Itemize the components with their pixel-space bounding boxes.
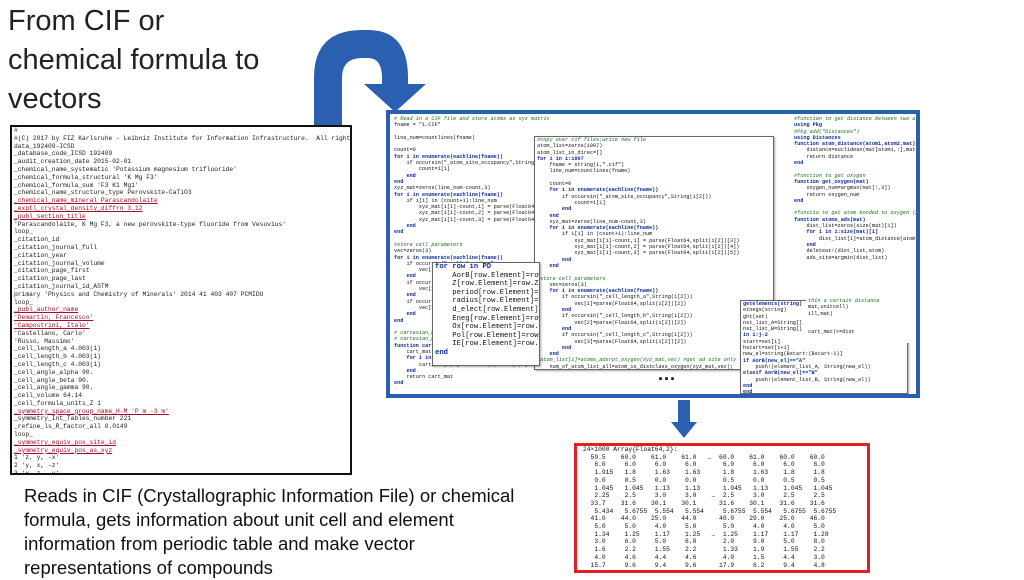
cif-file-panel: ##(C) 2017 by FIZ Karlsruhe - Leibniz In…	[10, 125, 352, 475]
cif-line: _cell_length_c 4.003(1)	[12, 361, 350, 369]
code-panel-third: for row in PD AorB[row.Element]=row. Z[r…	[432, 262, 540, 366]
output-line: 24×1000 Array{Float64,2}:	[577, 446, 867, 454]
code-line: d_elect[row.Element]=	[433, 306, 539, 315]
cif-line: loop_	[12, 431, 350, 439]
cif-line: _cell_angle_alpha 90.	[12, 369, 350, 377]
cif-line: _database_code_ICSD 192409	[12, 150, 350, 158]
code-line: end	[392, 380, 562, 384]
cif-line: data_192409-ICSD	[12, 143, 350, 151]
code-panel-right: #function to get distance between two at…	[792, 116, 916, 296]
cif-line: _chemical_name_systematic 'Potassium mag…	[12, 166, 350, 174]
cif-line: loop_	[12, 228, 350, 236]
cif-line: _citation_journal_id_ASTM	[12, 283, 350, 291]
caption-line: formula, gets information about unit cel…	[24, 508, 554, 532]
code-line: end	[741, 389, 907, 394]
caption-line: Reads in CIF (Crystallographic Informati…	[24, 484, 554, 508]
code-line: #functio to get atom bonded to oxygen (a…	[792, 210, 916, 216]
cif-line: _symmetry_space_group_name_H-M 'P m -3 m…	[12, 408, 350, 416]
cif-line: _citation_journal_full	[12, 244, 350, 252]
cif-line: _cell_volume 64.14	[12, 392, 350, 400]
cif-line: _publ_author_name	[12, 306, 350, 314]
cif-line: _refine_ls_R_factor_all 0.0149	[12, 423, 350, 431]
code-line: radius[row.Element]=r	[433, 297, 539, 306]
code-line: distance=euclidean(mat[atom1,:],mat[atom…	[792, 147, 916, 153]
caption-line: information from periodic table and make…	[24, 532, 554, 556]
cif-line: #(C) 2017 by FIZ Karlsruhe - Leibniz Ins…	[12, 135, 350, 143]
cif-line: _symmetry_equiv_pos_as_xyz	[12, 447, 350, 455]
output-line: 41.0 44.0 25.0 44.0 40.0 29.0 25.0 46.0	[577, 515, 867, 523]
cif-line: _audit_creation_date 2015-02-01	[12, 158, 350, 166]
caption: Reads in CIF (Crystallographic Informati…	[24, 484, 554, 580]
output-line: 33.7 31.6 30.1 30.1 31.6 30.1 31.6 31.6	[577, 500, 867, 508]
code-line: Z[row.Element]=row.Z	[433, 280, 539, 289]
cif-line: primary 'Physics and Chemistry of Minera…	[12, 291, 350, 299]
output-line: 2.25 2.5 3.0 3.0 … 2.5 3.0 2.5 2.5	[577, 492, 867, 500]
cif-line: _symmetry_Int_Tables_number 221	[12, 415, 350, 423]
cif-line: 1 'z, y, -x'	[12, 454, 350, 462]
output-line: 59.5 60.0 61.0 61.0 … 60.0 61.0 60.0 60.…	[577, 454, 867, 462]
code-line: AorB[row.Element]=row.	[433, 272, 539, 281]
code-line: for row in PD	[433, 263, 539, 272]
cif-line: 'Russo, Massimo'	[12, 338, 350, 346]
code-line: Pol[row.Element]=row.	[433, 332, 539, 341]
cif-line: loop_	[12, 299, 350, 307]
output-line: 0.0 0.5 0.0 0.0 0.5 0.0 0.5 0.5	[577, 477, 867, 485]
output-line: 4.0 4.6 4.4 4.6 4.0 1.5 4.4 3.0	[577, 554, 867, 562]
vector-output-panel: 24×1000 Array{Float64,2}: 59.5 60.0 61.0…	[574, 443, 870, 573]
output-line: 1.045 1.045 1.13 1.13 1.045 1.13 1.045 1…	[577, 485, 867, 493]
cif-line: _cell_angle_gamma 90.	[12, 384, 350, 392]
cif-line: 'Demartin, Francesco'	[12, 314, 350, 322]
code-line: IE[row.Element]=row.I	[433, 340, 539, 349]
cif-line: _cell_formula_units_Z 1	[12, 400, 350, 408]
output-line: 1.915 1.8 1.63 1.63 1.8 1.63 1.8 1.8	[577, 469, 867, 477]
output-line: 5.434 5.6755 5.554 5.554 5.6755 5.554 5.…	[577, 508, 867, 516]
code-line: xyz_mat[i[1]-count,3] = parse(Float64,sp…	[535, 250, 773, 256]
cif-line: _cell_angle_beta 90.	[12, 377, 350, 385]
cif-line: _citation_page_first	[12, 267, 350, 275]
ellipsis: ...	[658, 364, 676, 385]
cif-line: 2 'y, x, -z'	[12, 462, 350, 470]
cif-line: _citation_year	[12, 252, 350, 260]
cif-line: _chemical_formula_structural 'K Mg F3'	[12, 174, 350, 182]
output-line: 3.0 6.0 5.0 6.0 2.0 9.0 5.0 8.0	[577, 538, 867, 546]
code-line: Ox[row.Element]=row.O	[433, 323, 539, 332]
output-line: 15.7 9.6 9.4 9.6 17.9 6.2 9.4 4.8	[577, 562, 867, 570]
cif-line: _cell_length_b 4.003(1)	[12, 353, 350, 361]
code-frame: # Read in a CIF file and store atoms as …	[386, 110, 920, 398]
code-line: dist_list[i]=atom_distance(atom,i,mat)	[792, 236, 916, 242]
cif-line: _citation_page_last	[12, 275, 350, 283]
code-line: period[row.Element]=r	[433, 289, 539, 298]
code-line: Eneg[row.Element]=row	[433, 315, 539, 324]
cif-line: _exptl_crystal_density_diffrn 3.12	[12, 205, 350, 213]
output-line: 1.34 1.25 1.17 1.25 … 1.25 1.17 1.17 1.2…	[577, 531, 867, 539]
cif-line: _citation_journal_volume	[12, 260, 350, 268]
code-line: cart_mat)<=dist	[806, 329, 916, 335]
output-line: 5.0 5.0 4.0 5.0 5.0 4.0 4.0 5.0	[577, 523, 867, 531]
cif-line: 'Castellano, Carlo'	[12, 330, 350, 338]
caption-line: representations of compounds	[24, 556, 554, 580]
cif-line: _chemical_name_mineral Parascandolaite	[12, 197, 350, 205]
cif-line: 3 'x, z, -y'	[12, 470, 350, 475]
output-line: 6.0 6.0 6.0 6.0 6.0 6.0 6.0 6.0	[577, 461, 867, 469]
cif-line: 'Campostrini, Italo'	[12, 322, 350, 330]
cif-line: _publ_section_title	[12, 213, 350, 221]
cif-line: 'Parascandolaite, K Mg F3, a new perovsk…	[12, 221, 350, 229]
cif-line: _cell_length_a 4.003(1)	[12, 345, 350, 353]
cif-line: #	[12, 127, 350, 135]
output-line: 1.6 2.2 1.55 2.2 1.33 1.9 1.55 2.2	[577, 546, 867, 554]
down-arrow-icon	[671, 400, 697, 440]
cif-line: _chemical_formula_sum 'F3 K1 Mg1'	[12, 182, 350, 190]
cif-line: _citation_id	[12, 236, 350, 244]
cif-line: _symmetry_equiv_pos_site_id	[12, 439, 350, 447]
cif-line: _chemical_name_structure_type Perovskite…	[12, 189, 350, 197]
code-line: ads_site=argmin(dist_list)	[792, 255, 916, 261]
code-line: end	[433, 349, 539, 358]
